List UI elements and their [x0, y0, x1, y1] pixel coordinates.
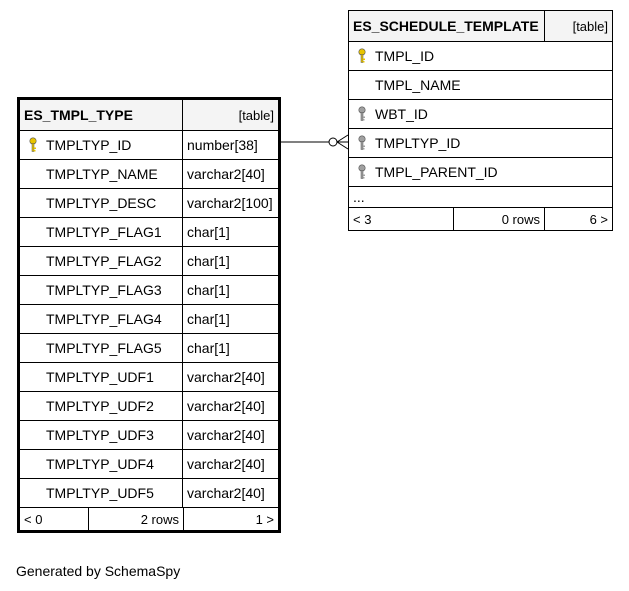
column-name[interactable]: TMPLTYP_FLAG3: [18, 275, 183, 305]
table-name[interactable]: ES_TMPL_TYPE: [18, 98, 183, 131]
column-name-text: TMPL_NAME: [375, 77, 461, 93]
generated-by-note: Generated by SchemaSpy: [16, 563, 181, 579]
zero-cardinality-circle: [328, 137, 338, 147]
column-type: varchar2[40]: [182, 449, 280, 479]
column-row[interactable]: TMPLTYP_FLAG1 char[1]: [18, 217, 280, 247]
column-row[interactable]: TMPLTYP_ID: [348, 128, 613, 158]
column-row[interactable]: TMPLTYP_UDF3 varchar2[40]: [18, 420, 280, 450]
column-name[interactable]: TMPLTYP_UDF5: [18, 478, 183, 508]
column-row[interactable]: TMPLTYP_UDF4 varchar2[40]: [18, 449, 280, 479]
column-name-text: TMPLTYP_UDF4: [46, 456, 154, 472]
column-row[interactable]: TMPLTYP_FLAG2 char[1]: [18, 246, 280, 276]
column-row[interactable]: TMPLTYP_DESC varchar2[100]: [18, 188, 280, 218]
row-count: 0 rows: [453, 207, 545, 231]
column-name-text: TMPLTYP_UDF2: [46, 398, 154, 414]
crow-foot-upper: [336, 134, 349, 143]
table-kind: [table]: [182, 98, 280, 131]
column-name-text: TMPLTYP_UDF3: [46, 427, 154, 443]
column-row[interactable]: TMPLTYP_FLAG5 char[1]: [18, 333, 280, 363]
column-name[interactable]: TMPLTYP_FLAG4: [18, 304, 183, 334]
column-name[interactable]: TMPL_NAME: [348, 70, 613, 100]
column-name-text: TMPLTYP_FLAG5: [46, 340, 162, 356]
gray-key-icon: [358, 164, 366, 179]
column-name-text: TMPLTYP_FLAG4: [46, 311, 162, 327]
table-header: ES_SCHEDULE_TEMPLATE [table]: [348, 10, 613, 42]
more-columns-ellipsis[interactable]: ...: [348, 186, 613, 208]
column-name[interactable]: TMPLTYP_UDF4: [18, 449, 183, 479]
gold-key-icon: [358, 48, 366, 63]
column-name-text: TMPLTYP_ID: [375, 135, 461, 151]
column-name-text: TMPLTYP_UDF1: [46, 369, 154, 385]
column-row[interactable]: WBT_ID: [348, 99, 613, 129]
column-type: char[1]: [182, 333, 280, 363]
crow-foot-lower: [336, 141, 349, 150]
parent-count[interactable]: < 0: [20, 508, 89, 530]
column-name-text: TMPLTYP_NAME: [46, 166, 158, 182]
column-row[interactable]: TMPL_PARENT_ID: [348, 157, 613, 187]
column-name[interactable]: TMPLTYP_FLAG2: [18, 246, 183, 276]
column-row[interactable]: TMPLTYP_FLAG4 char[1]: [18, 304, 280, 334]
column-type: char[1]: [182, 275, 280, 305]
column-name-text: TMPLTYP_ID: [46, 137, 132, 153]
column-name-text: TMPL_PARENT_ID: [375, 164, 498, 180]
column-row[interactable]: TMPLTYP_UDF2 varchar2[40]: [18, 391, 280, 421]
column-name[interactable]: TMPLTYP_FLAG5: [18, 333, 183, 363]
column-name-text: TMPLTYP_DESC: [46, 195, 157, 211]
column-name-text: TMPLTYP_FLAG2: [46, 253, 162, 269]
column-name[interactable]: TMPLTYP_FLAG1: [18, 217, 183, 247]
column-type: varchar2[100]: [182, 188, 280, 218]
table-name[interactable]: ES_SCHEDULE_TEMPLATE: [348, 10, 545, 42]
column-name-text: TMPLTYP_FLAG3: [46, 282, 162, 298]
column-type: varchar2[40]: [182, 159, 280, 189]
column-type: number[38]: [182, 130, 280, 160]
table-es-tmpl-type[interactable]: ES_TMPL_TYPE [table] TMPLTYP_ID number[38…: [17, 97, 281, 533]
gold-key-icon: [29, 137, 37, 152]
column-row[interactable]: TMPLTYP_UDF5 varchar2[40]: [18, 478, 280, 508]
column-name[interactable]: TMPLTYP_NAME: [18, 159, 183, 189]
column-type: varchar2[40]: [182, 420, 280, 450]
child-count[interactable]: 1 >: [255, 511, 274, 527]
row-count: 2 rows: [88, 508, 184, 530]
column-name[interactable]: TMPLTYP_DESC: [18, 188, 183, 218]
column-name[interactable]: WBT_ID: [348, 99, 613, 129]
column-name[interactable]: TMPLTYP_UDF1: [18, 362, 183, 392]
column-row[interactable]: TMPLTYP_UDF1 varchar2[40]: [18, 362, 280, 392]
child-count[interactable]: 6 >: [544, 207, 613, 231]
parent-count[interactable]: < 3: [348, 207, 454, 231]
column-name[interactable]: TMPLTYP_UDF3: [18, 420, 183, 450]
column-name-text: WBT_ID: [375, 106, 428, 122]
table-es-schedule-template[interactable]: ES_SCHEDULE_TEMPLATE [table] TMPL_ID TMPL…: [348, 10, 613, 231]
column-type: varchar2[40]: [182, 362, 280, 392]
column-type: char[1]: [182, 304, 280, 334]
column-row[interactable]: TMPLTYP_NAME varchar2[40]: [18, 159, 280, 189]
table-header: ES_TMPL_TYPE [table]: [18, 98, 280, 131]
column-row[interactable]: TMPL_NAME: [348, 70, 613, 100]
table-kind: [table]: [544, 10, 613, 42]
column-name-text: TMPLTYP_UDF5: [46, 485, 154, 501]
column-row[interactable]: TMPL_ID: [348, 41, 613, 71]
gray-key-icon: [358, 106, 366, 121]
column-name[interactable]: TMPL_PARENT_ID: [348, 157, 613, 187]
column-type: char[1]: [182, 217, 280, 247]
gray-key-icon: [358, 135, 366, 150]
column-name-text: TMPL_ID: [375, 48, 435, 64]
column-type: char[1]: [182, 246, 280, 276]
column-row[interactable]: TMPLTYP_ID number[38]: [18, 130, 280, 160]
column-name[interactable]: TMPLTYP_ID: [18, 130, 183, 160]
column-type: varchar2[40]: [182, 391, 280, 421]
column-type: varchar2[40]: [182, 478, 280, 508]
column-row[interactable]: TMPLTYP_FLAG3 char[1]: [18, 275, 280, 305]
column-name[interactable]: TMPL_ID: [348, 41, 613, 71]
column-name-text: TMPLTYP_FLAG1: [46, 224, 162, 240]
column-name[interactable]: TMPLTYP_ID: [348, 128, 613, 158]
column-name[interactable]: TMPLTYP_UDF2: [18, 391, 183, 421]
